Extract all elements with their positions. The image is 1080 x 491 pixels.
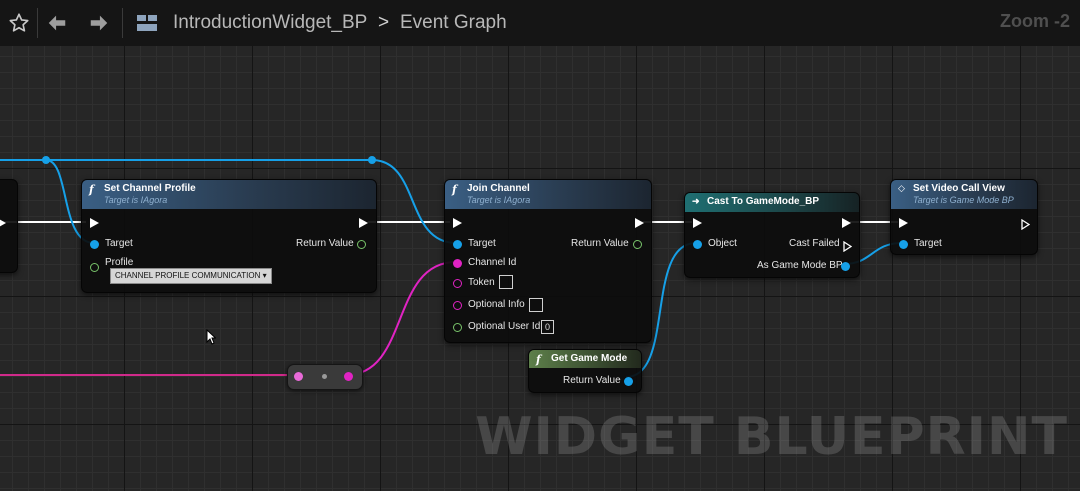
node-header[interactable]: f Get Game Mode xyxy=(529,350,641,368)
reroute-out-pin[interactable] xyxy=(344,372,353,381)
token-input[interactable] xyxy=(499,275,513,289)
return-value-pin[interactable] xyxy=(633,240,642,249)
wire-layer xyxy=(0,156,903,378)
channel-id-pin[interactable] xyxy=(453,259,462,268)
event-diamond-icon: ◇ xyxy=(898,184,905,194)
pin-label-optional-user-id: Optional User Id xyxy=(468,321,541,332)
node-header[interactable]: ◇ Set Video Call View Target is Game Mod… xyxy=(891,180,1037,209)
breadcrumb-blueprint[interactable]: IntroductionWidget_BP xyxy=(173,12,368,33)
exec-in-pin[interactable] xyxy=(899,218,908,228)
node-join-channel[interactable]: f Join Channel Target is IAgora Target R… xyxy=(444,179,652,343)
pin-label-profile: Profile xyxy=(105,257,134,268)
exec-in-pin[interactable] xyxy=(90,218,99,228)
optional-user-id-pin[interactable] xyxy=(453,323,462,332)
offscreen-node[interactable] xyxy=(0,179,18,273)
arrow-left-icon[interactable] xyxy=(42,8,72,38)
cast-icon: ➜ xyxy=(692,197,700,207)
node-title: Cast To GameMode_BP xyxy=(707,196,820,207)
pin-label-return-value: Return Value xyxy=(571,238,629,249)
string-wire xyxy=(345,261,457,376)
pin-label-object: Object xyxy=(708,238,737,249)
optional-user-id-input[interactable]: 0 xyxy=(541,320,554,334)
object-wire xyxy=(0,159,457,244)
reroute-node[interactable] xyxy=(287,364,363,390)
pin-label-return-value: Return Value xyxy=(563,375,621,386)
pin-label-optional-info: Optional Info xyxy=(468,299,525,310)
return-value-pin[interactable] xyxy=(357,240,366,249)
cast-failed-exec-pin[interactable] xyxy=(843,239,853,253)
function-icon: f xyxy=(536,353,541,366)
profile-dropdown-value: CHANNEL PROFILE COMMUNICATION xyxy=(115,271,261,280)
optional-info-pin[interactable] xyxy=(453,301,462,310)
star-outline-icon[interactable] xyxy=(4,8,34,38)
target-pin[interactable] xyxy=(453,240,462,249)
node-header[interactable]: f Join Channel Target is IAgora xyxy=(445,180,651,209)
exec-out-pin[interactable] xyxy=(842,218,851,228)
mouse-cursor-icon xyxy=(206,328,217,350)
chevron-down-icon: ▾ xyxy=(262,271,267,280)
pin-label-as-game-mode-bp: As Game Mode BP xyxy=(757,260,843,271)
node-get-game-mode[interactable]: f Get Game Mode Return Value xyxy=(528,349,642,393)
function-icon: f xyxy=(89,183,94,196)
node-header[interactable]: f Set Channel Profile Target is IAgora xyxy=(82,180,376,209)
pin-label-target: Target xyxy=(914,238,942,249)
profile-dropdown[interactable]: CHANNEL PROFILE COMMUNICATION ▾ xyxy=(110,268,272,284)
graph-type-watermark: WIDGET BLUEPRINT xyxy=(475,407,1068,467)
profile-pin[interactable] xyxy=(90,263,99,272)
pin-label-cast-failed: Cast Failed xyxy=(789,238,840,249)
node-title: Join Channel xyxy=(467,183,530,194)
toolbar-divider xyxy=(37,8,38,38)
node-cast-to-gamemode[interactable]: ➜ Cast To GameMode_BP Object Cast Failed… xyxy=(684,192,860,278)
wire-knot[interactable] xyxy=(42,156,50,164)
pin-label-channel-id: Channel Id xyxy=(468,257,517,268)
reroute-handle[interactable] xyxy=(322,374,327,379)
return-value-pin[interactable] xyxy=(624,377,633,386)
exec-in-pin[interactable] xyxy=(453,218,462,228)
breadcrumb-separator: > xyxy=(378,12,390,33)
node-set-channel-profile[interactable]: f Set Channel Profile Target is IAgora T… xyxy=(81,179,377,293)
node-title: Set Video Call View xyxy=(913,183,1005,194)
reroute-in-pin[interactable] xyxy=(294,372,303,381)
node-subtitle: Target is IAgora xyxy=(104,195,168,205)
exec-in-pin[interactable] xyxy=(693,218,702,228)
function-icon: f xyxy=(452,183,457,196)
token-pin[interactable] xyxy=(453,279,462,288)
node-title: Set Channel Profile xyxy=(104,183,196,194)
target-pin[interactable] xyxy=(899,240,908,249)
node-subtitle: Target is IAgora xyxy=(467,195,531,205)
node-subtitle: Target is Game Mode BP xyxy=(913,195,1014,205)
graph-toolbar: IntroductionWidget_BP > Event Graph Zoom… xyxy=(0,0,1080,47)
arrow-right-icon[interactable] xyxy=(84,8,114,38)
blueprint-icon xyxy=(132,8,162,38)
target-pin[interactable] xyxy=(90,240,99,249)
exec-out-pin[interactable] xyxy=(0,218,6,228)
pin-label-target: Target xyxy=(105,238,133,249)
toolbar-divider xyxy=(122,8,123,38)
node-set-video-call-view[interactable]: ◇ Set Video Call View Target is Game Mod… xyxy=(890,179,1038,255)
graph-canvas[interactable]: f Set Channel Profile Target is IAgora T… xyxy=(0,46,1080,491)
node-header[interactable]: ➜ Cast To GameMode_BP xyxy=(685,193,859,212)
breadcrumb-graph[interactable]: Event Graph xyxy=(400,12,507,33)
pin-label-token: Token xyxy=(468,277,495,288)
zoom-level: Zoom -2 xyxy=(1000,11,1070,31)
wire-knot[interactable] xyxy=(368,156,376,164)
object-pin[interactable] xyxy=(693,240,702,249)
exec-out-pin[interactable] xyxy=(635,218,644,228)
as-game-mode-pin[interactable] xyxy=(841,262,850,271)
pin-label-return-value: Return Value xyxy=(296,238,354,249)
node-title: Get Game Mode xyxy=(551,353,628,364)
exec-out-pin[interactable] xyxy=(1021,217,1031,231)
pin-label-target: Target xyxy=(468,238,496,249)
optional-info-input[interactable] xyxy=(529,298,543,312)
exec-out-pin[interactable] xyxy=(359,218,368,228)
